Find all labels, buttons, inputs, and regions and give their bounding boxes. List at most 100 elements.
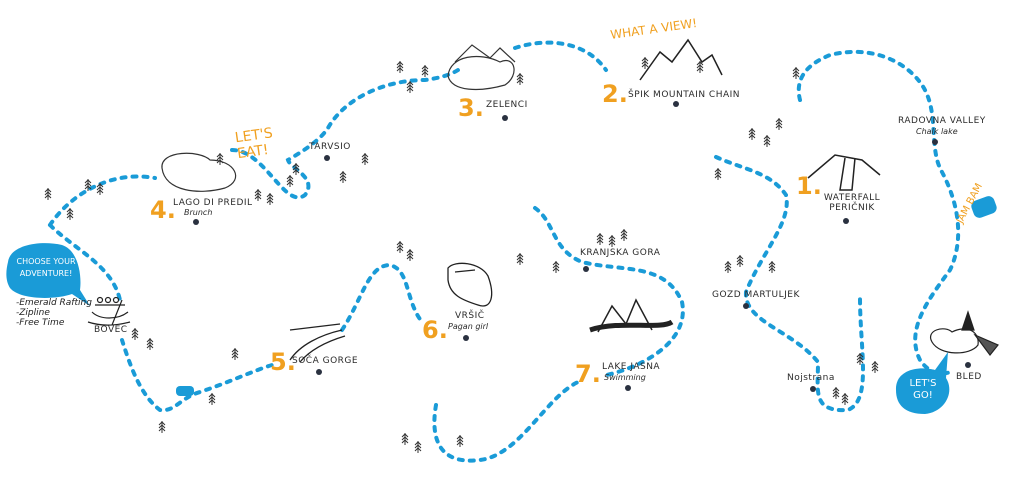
tree-icon	[396, 241, 404, 253]
stop-name: ZELENCI	[486, 100, 528, 110]
tree-icon	[736, 255, 744, 267]
place-label: BLED	[956, 372, 982, 382]
tree-icon	[714, 168, 722, 180]
tree-icon	[266, 193, 274, 205]
tree-icon	[208, 393, 216, 405]
tree-icon	[856, 353, 864, 365]
location-marker	[843, 218, 849, 224]
route-segment	[513, 40, 608, 72]
location-marker	[324, 155, 330, 161]
tree-icon	[421, 65, 429, 77]
tree-icon	[763, 135, 771, 147]
choose-adventure-bubble	[6, 243, 90, 306]
tree-icon	[216, 153, 224, 165]
route-segment	[714, 155, 865, 413]
lets-go-text: LET'S GO!	[909, 378, 937, 401]
tree-icon	[641, 57, 649, 69]
activity-item: -Emerald Rafting	[16, 298, 92, 308]
route-segment	[432, 380, 580, 463]
stop-number: 4.	[150, 196, 176, 224]
place-label: Nojstrana	[787, 373, 835, 383]
lake-icon	[161, 44, 516, 192]
tree-icon	[401, 433, 409, 445]
tree-icon	[286, 175, 294, 187]
route-segment	[340, 262, 424, 332]
route-segment	[230, 68, 460, 200]
car-icon	[176, 196, 997, 396]
bled-church-icon	[929, 310, 999, 356]
route-segment	[533, 206, 685, 378]
tree-icon	[596, 233, 604, 245]
tree-icon	[131, 328, 139, 340]
tree-icon	[871, 361, 879, 373]
trees	[44, 57, 879, 453]
place-label: KRANJSKA GORA	[580, 248, 661, 258]
lets-go-bubble	[895, 352, 950, 414]
girl-icon	[447, 262, 493, 307]
stop-name: LAKE JASNA	[602, 362, 661, 372]
location-marker	[502, 115, 508, 121]
stop-name: LAGO DI PREDIL	[173, 198, 253, 208]
stop-note: Pagan girl	[448, 322, 489, 331]
tree-icon	[396, 61, 404, 73]
mountains-icon	[589, 38, 881, 333]
stop-name: ŠPIK MOUNTAIN CHAIN	[628, 90, 741, 100]
stop-name: VRŠIČ	[455, 311, 485, 321]
place-label: BOVEC	[94, 325, 128, 335]
place-label: TARVSIO	[309, 142, 351, 152]
tree-icon	[832, 387, 840, 399]
stop-number: 1.	[796, 172, 822, 200]
location-marker	[673, 101, 679, 107]
stop-number: 6.	[422, 316, 448, 344]
tree-icon	[841, 393, 849, 405]
stop-number: 5.	[270, 348, 296, 376]
tree-icon	[516, 73, 524, 85]
stop-name: WATERFALL PERIČNIK	[823, 193, 881, 213]
tree-icon	[361, 153, 369, 165]
tree-icon	[724, 261, 732, 273]
stop-name: SOČA GORGE	[292, 356, 359, 366]
tree-icon	[406, 249, 414, 261]
activity-item: -Free Time	[16, 318, 65, 328]
lets-eat-note: LET'S EAT!	[233, 125, 274, 163]
tree-icon	[696, 61, 704, 73]
route-segment	[48, 223, 274, 413]
tree-icon	[158, 421, 166, 433]
stop-note: Brunch	[184, 208, 213, 217]
tree-icon	[254, 189, 262, 201]
tree-icon	[748, 128, 756, 140]
raft-icon	[87, 296, 131, 326]
route-segment	[48, 174, 157, 227]
route	[48, 40, 961, 463]
location-marker	[625, 385, 631, 391]
location-marker	[463, 335, 469, 341]
tree-icon	[146, 338, 154, 350]
tree-icon	[552, 261, 560, 273]
location-marker	[965, 362, 971, 368]
tree-icon	[608, 235, 616, 247]
tree-icon	[44, 188, 52, 200]
tree-icon	[66, 208, 74, 220]
activity-item: -Zipline	[16, 308, 50, 318]
stop-number: 7.	[575, 360, 601, 388]
tree-icon	[292, 163, 300, 175]
tree-icon	[775, 118, 783, 130]
stop-number: 3.	[458, 94, 484, 122]
tree-icon	[84, 179, 92, 191]
place-label: GOZD MARTULJEK	[712, 290, 800, 300]
tree-icon	[406, 81, 414, 93]
route-segment	[796, 49, 961, 376]
location-marker	[316, 369, 322, 375]
tree-icon	[620, 229, 628, 241]
stop-number: 2.	[602, 80, 628, 108]
tree-icon	[339, 171, 347, 183]
tree-icon	[456, 435, 464, 447]
location-marker	[810, 386, 816, 392]
location-marker	[932, 139, 938, 145]
location-marker	[583, 266, 589, 272]
place-label: RADOVNA VALLEY	[898, 116, 986, 126]
location-marker	[193, 219, 199, 225]
stop-note: Swimming	[604, 373, 646, 382]
